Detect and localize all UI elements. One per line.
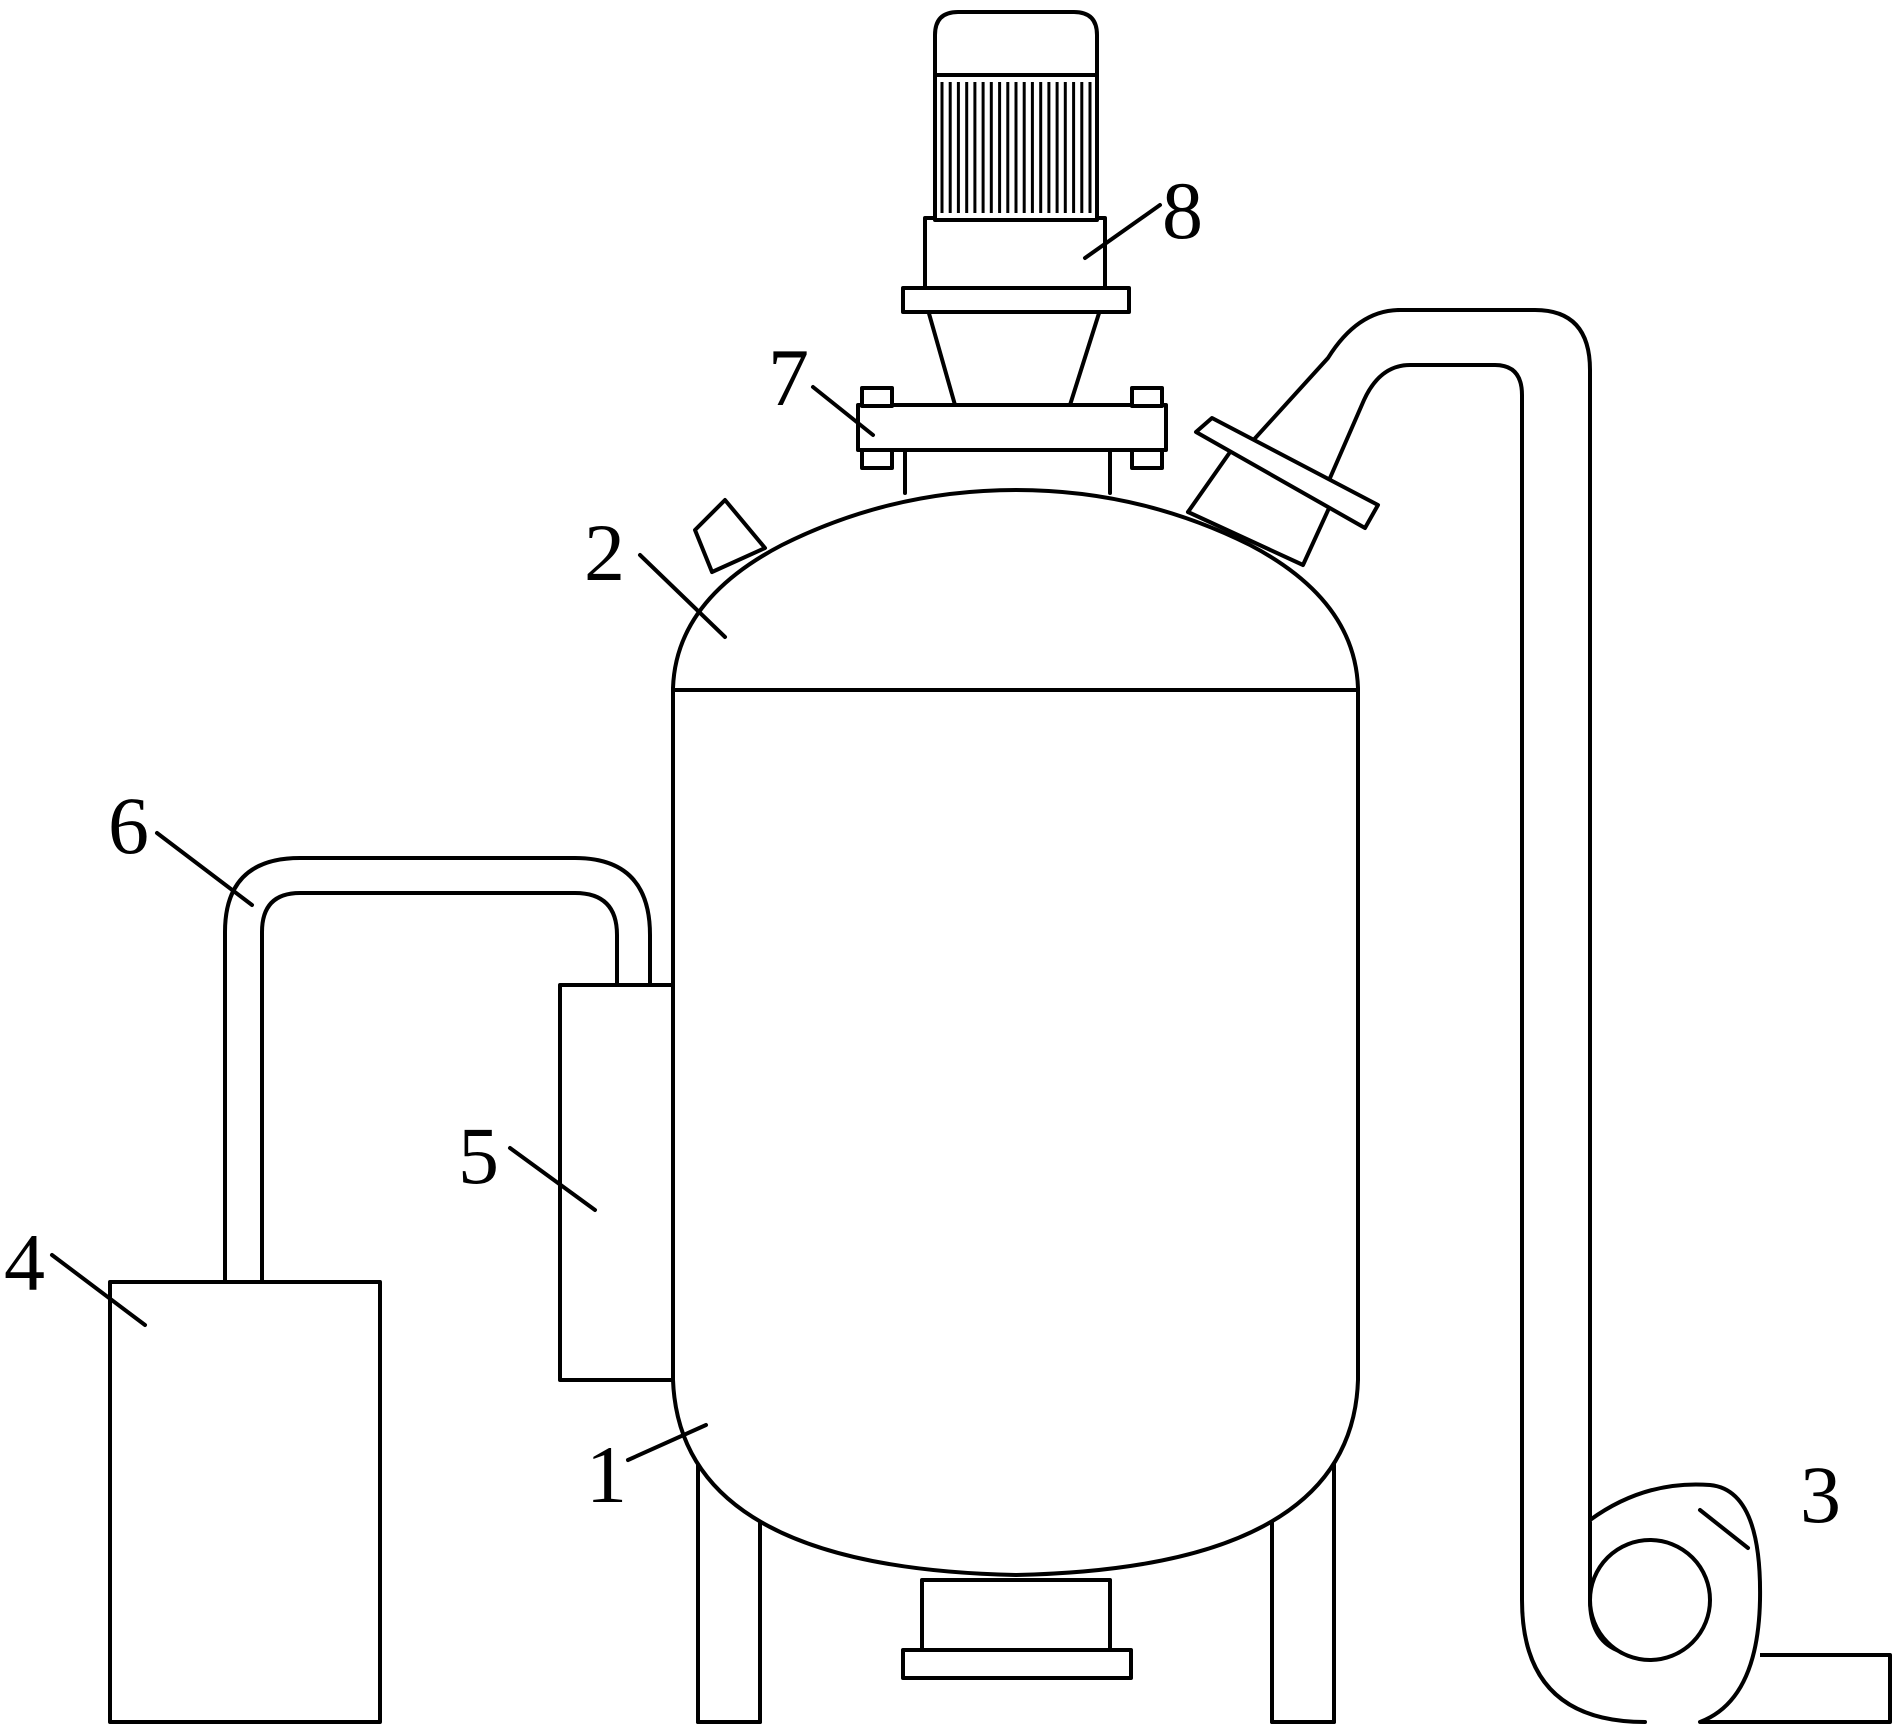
- small-nozzle: [693, 498, 767, 574]
- label-3: 3: [1800, 1449, 1841, 1540]
- flange-bolt-right: [1130, 386, 1164, 470]
- part-labels: 1 2 3 4 5 6 7 8: [4, 165, 1841, 1540]
- blower-inlet: [1588, 1538, 1712, 1662]
- motor: [923, 10, 1107, 290]
- leader-5: [508, 1146, 597, 1212]
- label-1: 1: [586, 1429, 627, 1520]
- tank: [671, 488, 1360, 1577]
- collection-box: [108, 1280, 382, 1724]
- label-7: 7: [768, 332, 809, 423]
- flange-neck: [903, 448, 1112, 495]
- leader-3: [1698, 1508, 1750, 1550]
- blower: [1588, 1482, 1892, 1724]
- leader-6: [155, 831, 254, 907]
- motor-base: [923, 216, 1107, 290]
- leader-4: [50, 1253, 147, 1327]
- reducer: [901, 286, 1131, 407]
- side-box: [558, 983, 675, 1382]
- leader-8: [1083, 203, 1162, 260]
- label-2: 2: [584, 507, 625, 598]
- motor-cooling-fins: [940, 82, 1092, 213]
- leader-1: [626, 1423, 708, 1462]
- leader-2: [638, 553, 727, 639]
- leader-lines: [50, 203, 1750, 1550]
- label-4: 4: [4, 1217, 45, 1308]
- bottom-outlet: [901, 1578, 1133, 1680]
- flange: [856, 386, 1168, 470]
- label-6: 6: [108, 780, 149, 871]
- tank-legs: [696, 1458, 1336, 1724]
- flange-bolt-left: [860, 386, 894, 470]
- connecting-pipe: [223, 856, 652, 1284]
- leader-7: [811, 385, 875, 437]
- label-8: 8: [1162, 165, 1203, 256]
- slanted-nozzle: [1186, 416, 1380, 567]
- label-5: 5: [458, 1110, 499, 1201]
- motor-cap: [933, 10, 1099, 77]
